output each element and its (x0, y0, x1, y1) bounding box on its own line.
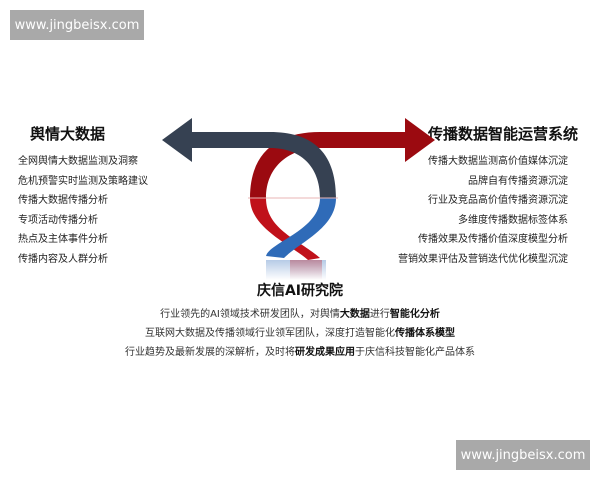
left-arrow (162, 118, 336, 198)
center-title: 庆信AI研究院 (256, 283, 344, 299)
loop-red-lower (250, 198, 320, 260)
description-line: 行业领先的AI领域技术研发团队，对舆情大数据进行智能化分析 (160, 309, 440, 320)
watermark-top: www.jingbeisx.com (10, 10, 144, 40)
left-panel-title: 舆情大数据 (30, 125, 106, 143)
right-arrow (250, 118, 435, 198)
list-item: 行业及竞品高价值传播资源沉淀 (428, 195, 568, 206)
list-item: 多维度传播数据标签体系 (458, 214, 568, 226)
list-item: 热点及主体事件分析 (18, 234, 108, 245)
list-item: 危机预警实时监测及策略建议 (18, 175, 148, 187)
description-line: 行业趋势及最新发展的深解析，及时将研发成果应用于庆信科技智能化产品体系 (125, 347, 475, 358)
description-line: 互联网大数据及传播领域行业领军团队，深度打造智能化传播体系模型 (145, 328, 455, 339)
reflection-shape (290, 260, 322, 280)
right-panel-title: 传播数据智能运营系统 (427, 125, 578, 143)
list-item: 品牌自有传播资源沉淀 (468, 175, 568, 187)
left-panel-list: 全网舆情大数据监测及洞察 危机预警实时监测及策略建议 传播大数据传播分析 专项活… (18, 152, 148, 269)
loop-blue-lower (266, 198, 336, 258)
list-item: 专项活动传播分析 (18, 214, 98, 226)
list-item: 传播效果及传播价值深度模型分析 (418, 234, 568, 245)
list-item: 传播内容及人群分析 (18, 253, 108, 265)
twisted-arrows-diagram (162, 118, 435, 280)
center-description: 行业领先的AI领域技术研发团队，对舆情大数据进行智能化分析 互联网大数据及传播领… (0, 305, 600, 362)
list-item: 传播大数据传播分析 (18, 195, 108, 206)
watermark-bottom: www.jingbeisx.com (456, 440, 590, 470)
list-item: 传播大数据监测高价值媒体沉淀 (428, 156, 568, 167)
right-panel-list: 传播大数据监测高价值媒体沉淀 品牌自有传播资源沉淀 行业及竞品高价值传播资源沉淀… (398, 152, 568, 269)
list-item: 全网舆情大数据监测及洞察 (18, 156, 138, 167)
list-item: 营销效果评估及营销迭代优化模型沉淀 (398, 253, 568, 265)
